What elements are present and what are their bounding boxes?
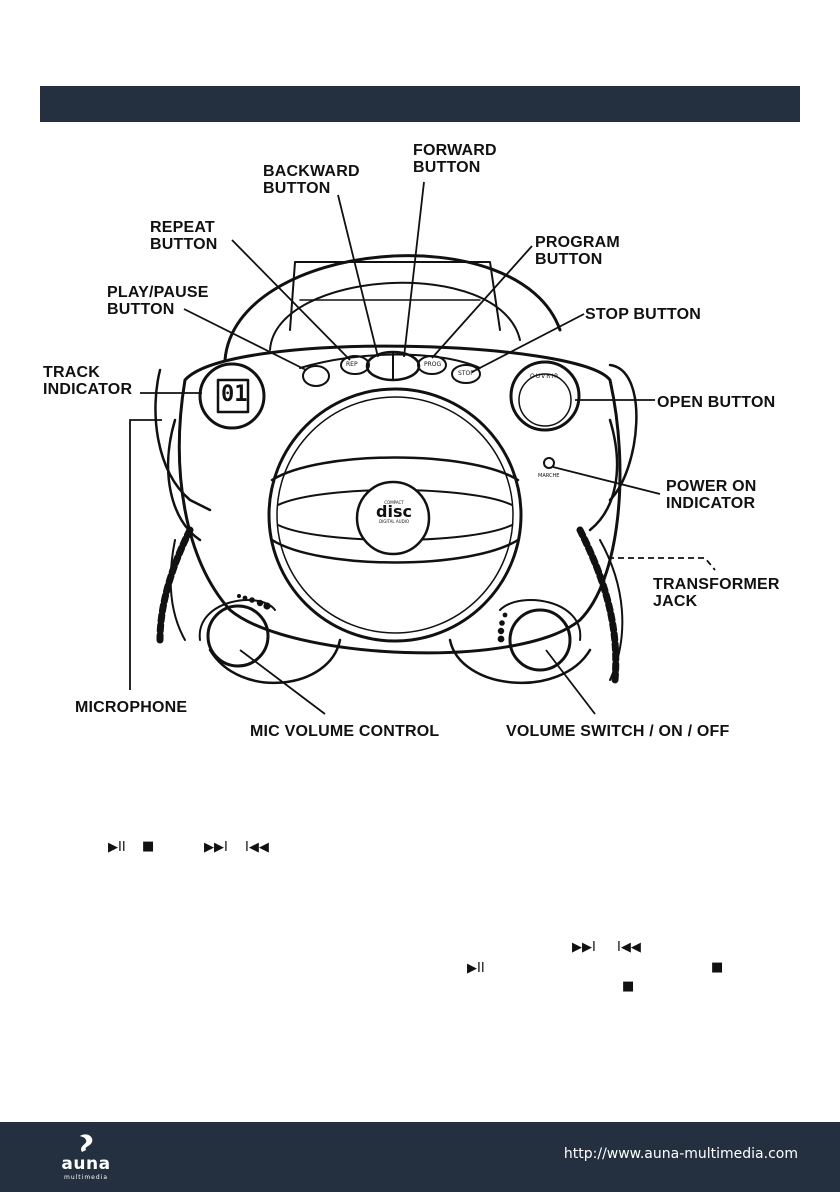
- prog-button-text: PROG: [424, 361, 442, 368]
- stop-symbol: ■: [142, 839, 155, 854]
- label-power-on-indicator: POWER ON INDICATOR: [666, 478, 757, 512]
- brand-name: auna: [61, 1154, 111, 1174]
- device-diagram: 01 REP PROG STOP OUVRIR MARCHE COMPACT d…: [0, 130, 840, 750]
- label-forward-button: FORWARD BUTTON: [413, 142, 497, 176]
- ouvrir-text: OUVRIR: [530, 373, 560, 380]
- label-backward-button: BACKWARD BUTTON: [263, 163, 360, 197]
- page-footer: auna multimedia http://www.auna-multimed…: [0, 1122, 840, 1192]
- play-pause-symbol-2: ▶II: [467, 961, 485, 976]
- label-track-indicator: TRACK INDICATOR: [43, 364, 133, 398]
- rep-button-text: REP: [346, 361, 358, 368]
- play-pause-symbol: ▶II: [108, 840, 126, 855]
- karaoke-player-illustration: [129, 181, 716, 715]
- next-symbol: ▶▶I: [204, 840, 228, 855]
- label-stop-button: STOP BUTTON: [585, 306, 701, 323]
- compact-disc-logo: COMPACT disc DIGITAL AUDIO: [372, 500, 416, 524]
- prev-symbol: I◀◀: [245, 840, 269, 855]
- stop-button-text: STOP: [458, 370, 474, 377]
- label-transformer-jack: TRANSFORMER JACK: [653, 576, 780, 610]
- label-repeat-button: REPEAT BUTTON: [150, 219, 218, 253]
- auna-logo: auna multimedia: [46, 1132, 126, 1182]
- label-play-pause-button: PLAY/PAUSE BUTTON: [107, 284, 209, 318]
- section-header-bar: [40, 86, 800, 122]
- track-display-digits: 01: [221, 382, 248, 407]
- stop-symbol-3: ■: [622, 979, 635, 994]
- marche-text: MARCHE: [538, 473, 560, 479]
- label-mic-volume-control: MIC VOLUME CONTROL: [250, 723, 440, 740]
- disc-logo-bottom: DIGITAL AUDIO: [379, 519, 409, 524]
- label-open-button: OPEN BUTTON: [657, 394, 776, 411]
- prev-symbol-2: I◀◀: [617, 940, 641, 955]
- auna-swirl-icon: [80, 1134, 93, 1152]
- disc-logo-top: COMPACT: [384, 500, 404, 505]
- label-microphone: MICROPHONE: [75, 699, 188, 716]
- brand-subtitle: multimedia: [63, 1174, 109, 1181]
- label-program-button: PROGRAM BUTTON: [535, 234, 620, 268]
- stop-symbol-2: ■: [711, 960, 724, 975]
- label-volume-switch: VOLUME SWITCH / ON / OFF: [506, 723, 730, 740]
- next-symbol-2: ▶▶I: [572, 940, 596, 955]
- disc-logo-main: disc: [376, 502, 412, 521]
- website-link[interactable]: http://www.auna-multimedia.com: [563, 1146, 798, 1162]
